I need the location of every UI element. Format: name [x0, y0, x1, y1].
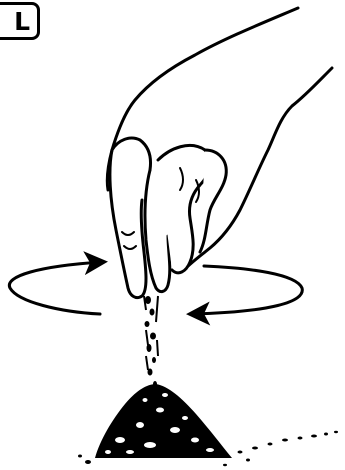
index-finger — [110, 150, 146, 298]
hand-drawing — [110, 138, 226, 298]
granule-pile — [78, 384, 338, 466]
falling-granules — [144, 296, 158, 387]
rotation-arrow-right — [192, 266, 302, 314]
rotation-arrow-left — [9, 262, 102, 314]
